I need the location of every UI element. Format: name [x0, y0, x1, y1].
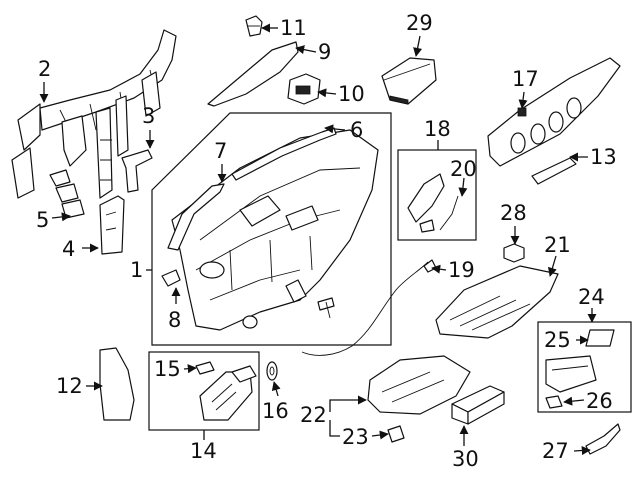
switch-module	[287, 73, 321, 105]
leader-15	[183, 364, 197, 374]
leader-10	[317, 88, 337, 98]
dashboard-carrier	[171, 129, 379, 331]
callout-label-27: 27	[542, 439, 569, 463]
leader-21	[547, 255, 557, 277]
callout-label-18: 18	[424, 117, 451, 141]
screw-and-grommet	[242, 297, 335, 329]
lower-trim-strip	[585, 423, 621, 455]
callout-labels: 1 2 3 4 5 6 7 8 9 10 11 12 13 14 15 16 1…	[36, 11, 617, 471]
leader-9	[295, 45, 317, 55]
air-vent-assembly	[195, 361, 257, 421]
side-bracket	[121, 149, 153, 193]
callout-label-23: 23	[342, 425, 369, 449]
callout-label-28: 28	[500, 201, 527, 225]
callout-label-2: 2	[38, 57, 51, 81]
small-clip	[161, 269, 181, 287]
end-cover-panel	[99, 347, 135, 421]
callout-label-16: 16	[262, 399, 289, 423]
side-trim-strip	[167, 183, 225, 251]
retainer-clip	[503, 243, 525, 263]
frame-dashboard-group	[151, 112, 392, 346]
callout-label-3: 3	[142, 104, 155, 128]
leader-27	[573, 445, 591, 456]
callout-label-9: 9	[318, 40, 331, 64]
storage-box	[545, 329, 615, 409]
frame-storage-group	[537, 321, 632, 413]
callout-label-4: 4	[62, 237, 75, 261]
leader-26	[563, 396, 585, 406]
control-module	[451, 385, 505, 425]
callout-label-10: 10	[338, 82, 365, 106]
callout-label-1: 1	[130, 258, 143, 282]
callout-label-11: 11	[280, 16, 307, 40]
callout-label-13: 13	[590, 145, 617, 169]
top-trim-panel	[207, 41, 299, 107]
cross-car-beam	[11, 29, 177, 199]
leader-22-upper	[329, 395, 367, 412]
leader-29	[413, 35, 423, 57]
callout-label-24: 24	[578, 285, 605, 309]
callout-label-20: 20	[450, 157, 477, 181]
callout-label-22: 22	[300, 403, 327, 427]
floor-tray	[435, 265, 559, 339]
leader-16	[271, 381, 281, 397]
group-frames	[148, 112, 632, 431]
leader-17	[518, 91, 528, 109]
callout-label-7: 7	[214, 139, 227, 163]
leader-19	[431, 264, 447, 274]
callout-label-29: 29	[406, 11, 433, 35]
grommet	[266, 361, 278, 381]
frame-glovebox-group	[397, 149, 477, 241]
leader-5	[51, 212, 71, 222]
callout-label-12: 12	[56, 374, 83, 398]
instrument-trim	[487, 57, 621, 185]
airbag-module	[381, 57, 437, 105]
leader-23	[371, 430, 389, 440]
push-clip	[245, 15, 263, 37]
callout-label-21: 21	[544, 233, 571, 257]
bracket-set	[49, 169, 85, 219]
glovebox-trim	[407, 173, 459, 233]
leader-20	[458, 177, 468, 197]
center-bracket	[367, 355, 471, 443]
callout-label-25: 25	[544, 328, 571, 352]
defrost-strip	[231, 127, 337, 181]
callout-label-6: 6	[350, 118, 363, 142]
callout-label-30: 30	[452, 447, 479, 471]
callout-label-8: 8	[168, 308, 181, 332]
leader-22-lower	[329, 420, 340, 437]
leader-lines	[39, 23, 597, 456]
callout-label-19: 19	[448, 258, 475, 282]
callout-label-17: 17	[512, 67, 539, 91]
callout-label-5: 5	[36, 208, 49, 232]
callout-label-15: 15	[154, 357, 181, 381]
lower-bracket	[99, 195, 125, 255]
leader-6	[324, 124, 346, 134]
callout-label-14: 14	[190, 439, 217, 463]
callout-label-26: 26	[586, 389, 613, 413]
